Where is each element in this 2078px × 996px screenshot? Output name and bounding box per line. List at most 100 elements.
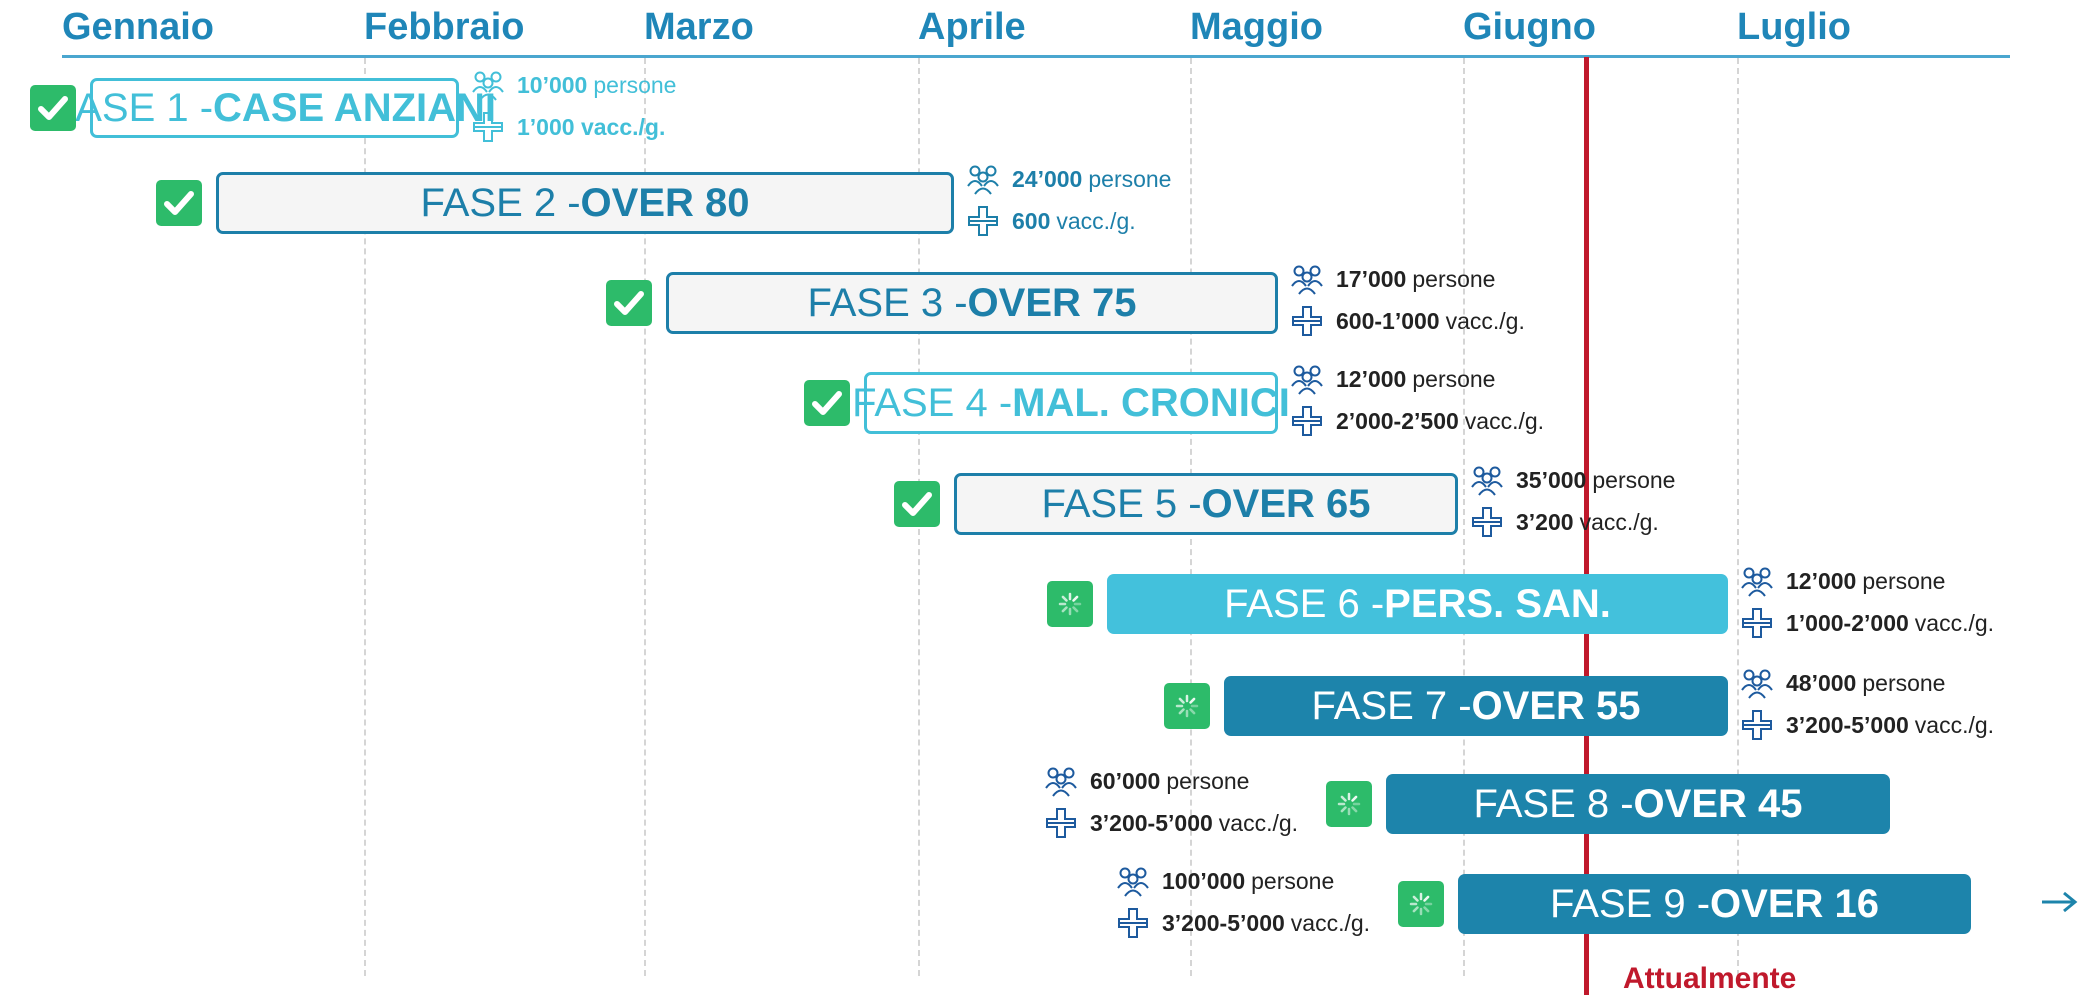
people-group-icon bbox=[1291, 365, 1323, 395]
month-label: Marzo bbox=[644, 6, 754, 48]
vaccination-unit: vacc./g. bbox=[1290, 909, 1371, 936]
vaccination-rate: 3’200 bbox=[1516, 508, 1574, 535]
month-label: Aprile bbox=[918, 6, 1026, 48]
status-in-progress bbox=[1164, 683, 1210, 729]
phase-bar-prefix: FASE 7 - bbox=[1311, 683, 1472, 728]
vaccination-rate: 1’000-2’000 bbox=[1786, 609, 1909, 636]
people-unit: persone bbox=[1862, 567, 1946, 594]
people-group-icon bbox=[1045, 767, 1077, 797]
phase-bar: FASE 6 - PERS. SAN. bbox=[1107, 574, 1728, 634]
status-in-progress bbox=[1326, 781, 1372, 827]
arrow-right-icon bbox=[2042, 891, 2078, 913]
month-gridline bbox=[644, 58, 646, 976]
check-icon bbox=[164, 191, 194, 215]
status-completed bbox=[30, 85, 76, 131]
month-gridline bbox=[364, 58, 366, 976]
vaccination-rate: 1’000 vacc./g. bbox=[517, 113, 666, 140]
vaccination-unit: vacc./g. bbox=[1218, 809, 1299, 836]
check-icon bbox=[614, 291, 644, 315]
people-count: 12’000 bbox=[1336, 365, 1407, 392]
phase-bar-name: OVER 75 bbox=[967, 280, 1137, 325]
vaccine-cross-icon bbox=[1742, 710, 1772, 740]
people-group-icon bbox=[1291, 265, 1323, 295]
check-icon bbox=[38, 96, 68, 120]
people-unit: persone bbox=[1862, 669, 1946, 696]
vaccination-unit: vacc./g. bbox=[1056, 207, 1136, 234]
vaccination-unit: vacc./g. bbox=[1914, 609, 1995, 636]
vaccine-cross-icon bbox=[1742, 608, 1772, 638]
month-gridline bbox=[1463, 58, 1465, 976]
people-unit: persone bbox=[593, 71, 677, 98]
vaccination-rate: 3’200-5’000 bbox=[1786, 711, 1909, 738]
people-group-icon bbox=[1741, 567, 1773, 597]
people-group-icon bbox=[1117, 867, 1149, 897]
month-label: Gennaio bbox=[62, 6, 215, 48]
phase-bar: FASE 1 - CASE ANZIANI bbox=[53, 78, 496, 138]
phase-bar-prefix: FASE 8 - bbox=[1473, 781, 1634, 826]
phase-bar-prefix: FASE 9 - bbox=[1549, 881, 1711, 926]
people-count: 12’000 bbox=[1786, 567, 1857, 594]
phase-bar-name: OVER 65 bbox=[1201, 481, 1371, 526]
phase-bar-prefix: FASE 4 - bbox=[852, 380, 1013, 425]
people-unit: persone bbox=[1166, 767, 1250, 794]
people-count: 60’000 bbox=[1090, 767, 1161, 794]
phase-bar-name: CASE ANZIANI bbox=[213, 85, 497, 130]
vaccination-rate: 3’200-5’000 bbox=[1090, 809, 1213, 836]
vaccine-cross-icon bbox=[1292, 406, 1322, 436]
phase-bar: FASE 5 - OVER 65 bbox=[954, 473, 1458, 535]
spinner-icon bbox=[1337, 792, 1361, 816]
status-in-progress bbox=[1398, 881, 1444, 927]
check-icon bbox=[812, 391, 842, 415]
vaccination-unit: vacc./g. bbox=[1445, 307, 1525, 334]
month-label: Maggio bbox=[1190, 6, 1323, 48]
status-completed bbox=[606, 280, 652, 326]
people-group-icon bbox=[1741, 669, 1773, 699]
people-count: 17’000 bbox=[1336, 265, 1407, 292]
people-count: 24’000 bbox=[1012, 165, 1083, 192]
phase-bar-prefix: FASE 5 - bbox=[1041, 481, 1202, 526]
current-date-label: Attualmente bbox=[1623, 962, 1797, 995]
phase-bar-prefix: FASE 1 - bbox=[52, 85, 214, 130]
phase-bar: FASE 8 - OVER 45 bbox=[1386, 774, 1890, 834]
people-count: 10’000 bbox=[517, 71, 588, 98]
vaccine-cross-icon bbox=[473, 112, 503, 142]
current-date-line bbox=[1584, 57, 1589, 995]
vaccine-cross-icon bbox=[968, 206, 998, 236]
vaccination-rate: 2’000-2’500 bbox=[1336, 407, 1459, 434]
phase-bar: FASE 2 - OVER 80 bbox=[216, 172, 954, 234]
vaccine-cross-icon bbox=[1046, 808, 1076, 838]
check-icon bbox=[902, 492, 932, 516]
people-unit: persone bbox=[1412, 265, 1496, 292]
month-label: Febbraio bbox=[364, 6, 525, 48]
vaccine-cross-icon bbox=[1472, 507, 1502, 537]
people-group-icon bbox=[472, 71, 504, 101]
phase-bar-name: MAL. CRONICI bbox=[1012, 380, 1290, 425]
vaccine-cross-icon bbox=[1118, 908, 1148, 938]
status-completed bbox=[804, 380, 850, 426]
phase-bar: FASE 3 - OVER 75 bbox=[666, 272, 1278, 334]
phase-bar-name: OVER 80 bbox=[580, 180, 750, 225]
vaccination-unit: vacc./g. bbox=[1464, 407, 1545, 434]
month-label: Giugno bbox=[1463, 6, 1596, 48]
